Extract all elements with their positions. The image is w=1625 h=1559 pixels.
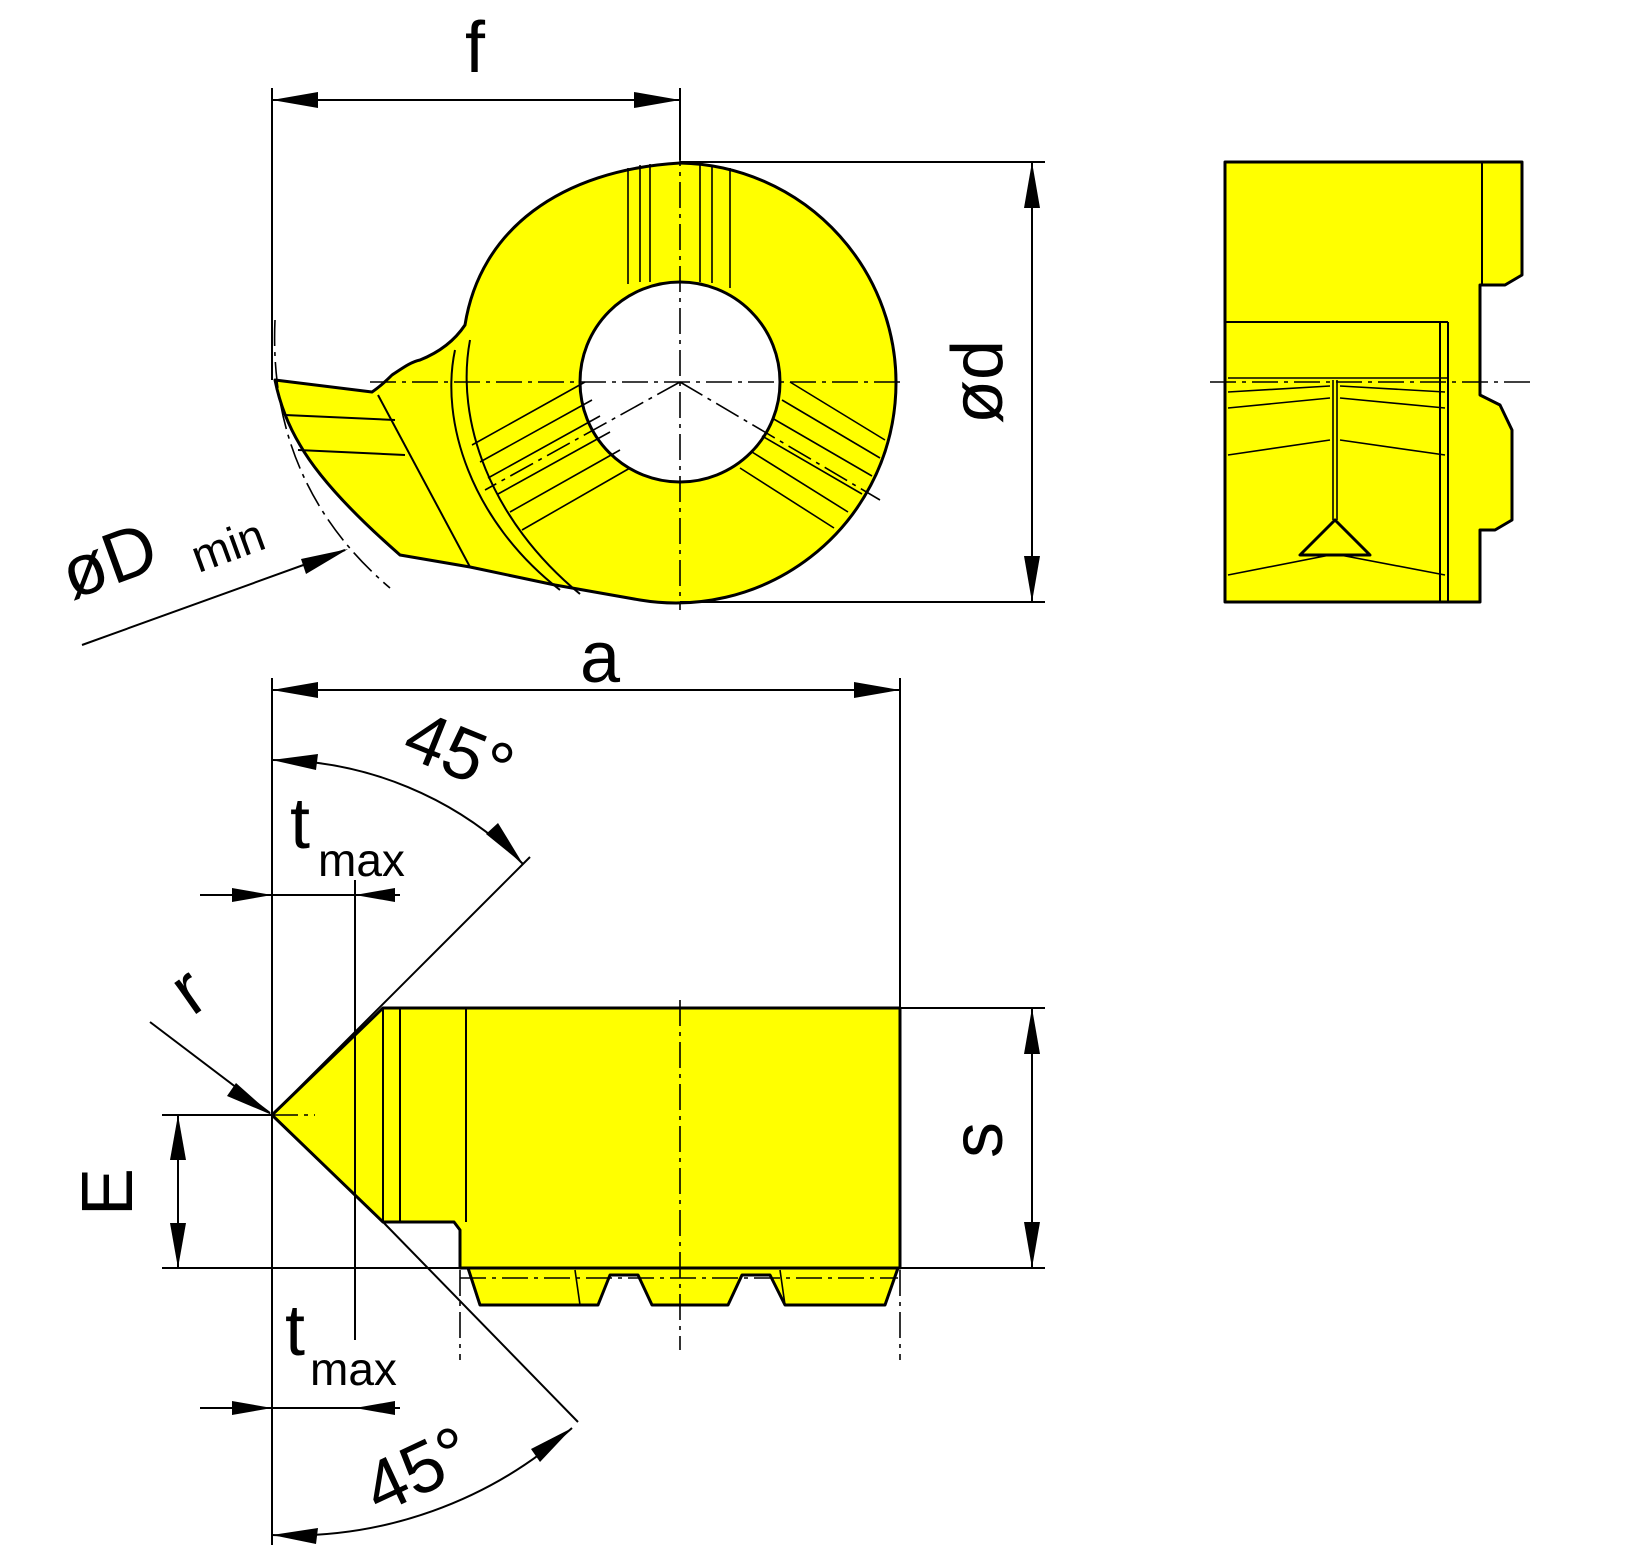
dimension-angle-top (271, 754, 531, 1116)
label-dmin: øD min (50, 507, 271, 615)
label-t-top: t (290, 784, 310, 864)
dimension-dmin (81, 549, 348, 646)
label-dmin-main: øD (50, 507, 168, 615)
dimension-f (271, 88, 681, 380)
dimension-r (149, 1021, 272, 1115)
label-e: E (68, 1168, 148, 1216)
flute-lower-left (471, 381, 631, 531)
dimension-s (900, 1007, 1045, 1269)
dimension-t-bottom (200, 1401, 400, 1415)
label-angle-bottom: 45° (352, 1411, 484, 1530)
label-r: r (155, 951, 221, 1030)
label-angle-top: 45° (394, 695, 525, 810)
insert-teeth (466, 1266, 900, 1307)
dimension-d (680, 161, 1045, 603)
dimension-e (162, 1114, 460, 1269)
label-t-top-sub: max (318, 834, 405, 886)
dimension-angle-bottom (271, 1221, 579, 1544)
dimension-t-top (200, 880, 400, 1340)
centerline-diag-left (484, 381, 681, 491)
label-a: a (580, 618, 621, 698)
flute-lower-right (739, 381, 886, 529)
label-s: s (938, 1122, 1018, 1158)
side-view-tip (1298, 518, 1372, 557)
dmin-arc (273, 319, 391, 589)
top-view (273, 140, 905, 610)
flute-vertical (627, 164, 731, 288)
label-t-bottom-sub: max (310, 1343, 397, 1395)
cutting-arm-edges (284, 339, 581, 595)
insert-profile (270, 1006, 902, 1270)
dimension-a (271, 678, 901, 1545)
side-view (1210, 160, 1535, 604)
label-f: f (465, 8, 486, 88)
bottom-view (270, 1000, 902, 1360)
label-dmin-sub: min (184, 508, 271, 582)
label-d: ød (938, 340, 1018, 424)
label-t-bottom: t (285, 1291, 305, 1371)
centerline-diag-right (679, 381, 881, 501)
